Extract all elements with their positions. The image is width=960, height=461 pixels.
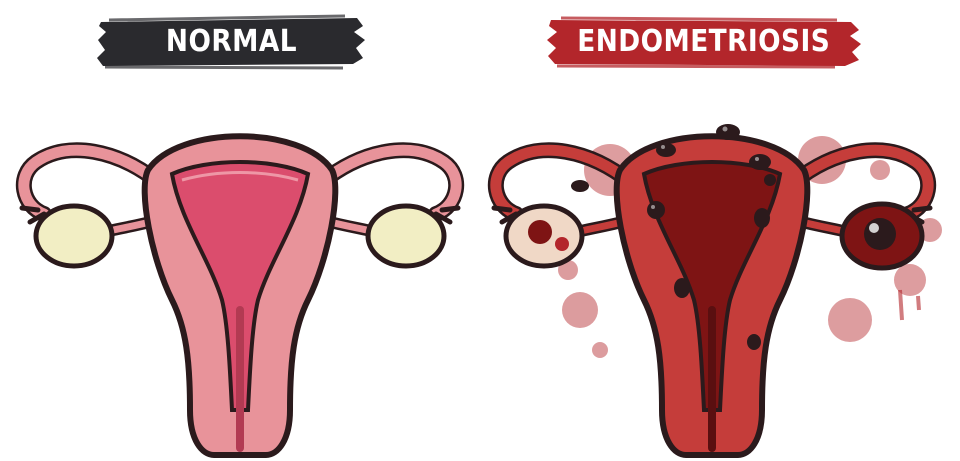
endometriosis-uterus-illustration — [470, 110, 960, 460]
normal-label-banner: NORMAL — [95, 12, 367, 70]
left-ovary — [36, 206, 112, 266]
endometriosis-label-banner: ENDOMETRIOSIS — [545, 12, 863, 70]
endometriosis-label: ENDOMETRIOSIS — [578, 24, 831, 59]
normal-uterus-illustration — [8, 110, 472, 460]
normal-label: NORMAL — [165, 24, 296, 59]
right-ovary — [368, 206, 444, 266]
